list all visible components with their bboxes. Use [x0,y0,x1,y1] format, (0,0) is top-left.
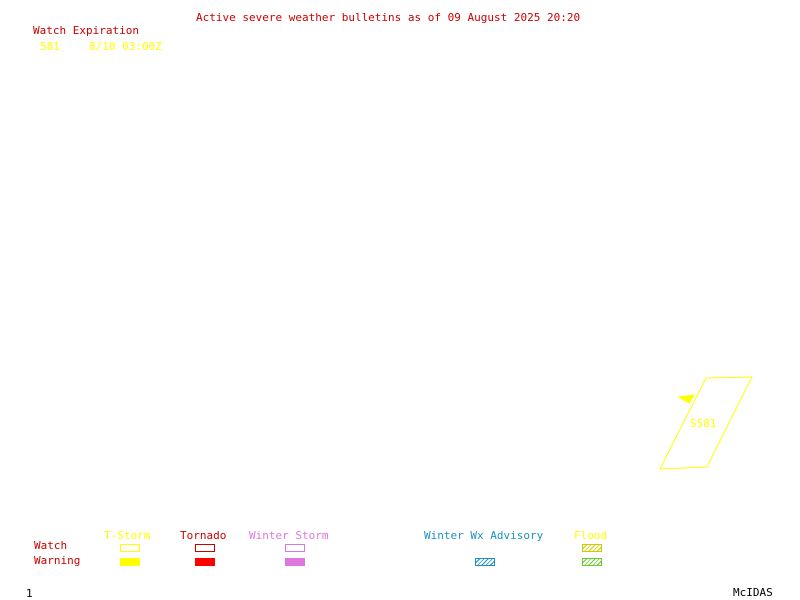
legend-winter-storm-label: Winter Storm [249,529,329,542]
tstorm-warning-swatch [120,558,140,566]
legend-winter-wx-label: Winter Wx Advisory [424,529,544,542]
tornado-watch-swatch [195,544,215,552]
legend-tornado-label: Tornado [180,529,227,542]
legend-flood-label: Flood [574,529,608,542]
winter-storm-warning-swatch [285,558,305,566]
bulletin-title: Active severe weather bulletins as of 09… [196,11,581,24]
flood-watch-swatch [582,544,602,552]
watch-polygon-label: S581 [690,417,717,430]
tstorm-watch-swatch [120,544,140,552]
watch-polygon[interactable] [659,376,753,470]
legend-row-warning: Warning [34,554,81,567]
software-label: McIDAS [733,586,773,599]
watch-id: 581 [40,40,60,53]
winter-storm-watch-swatch [285,544,305,552]
frame-number: 1 [26,587,33,600]
winter-wx-warning-swatch [475,558,495,566]
tornado-warning-swatch [195,558,215,566]
watch-marker-icon [677,394,695,404]
legend-row-watch: Watch [34,539,68,552]
watch-expiration-time: 8/10 03:00Z [89,40,162,53]
watch-expiration-heading: Watch Expiration [33,24,139,37]
flood-warning-swatch [582,558,602,566]
legend-tstorm-label: T-Storm [104,529,151,542]
